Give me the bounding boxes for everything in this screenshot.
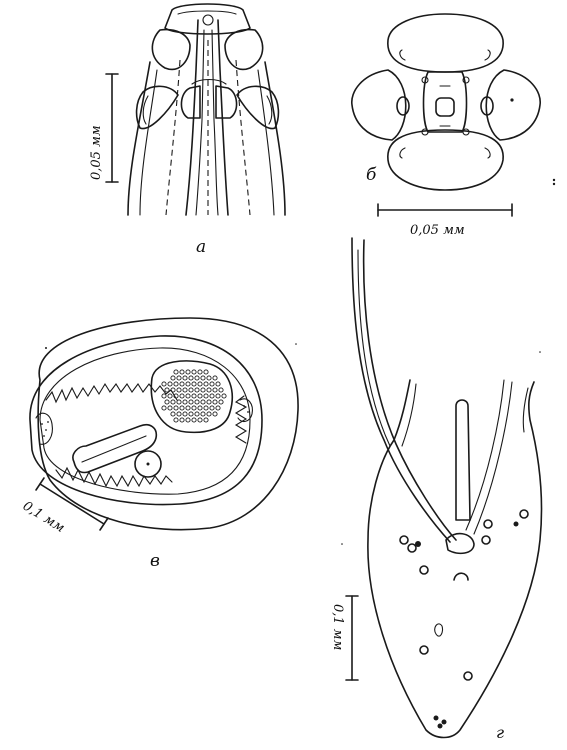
granule [176, 387, 182, 393]
granule [188, 411, 194, 417]
granule [200, 411, 206, 417]
granule [161, 381, 167, 387]
granule [176, 399, 182, 405]
granule [191, 405, 197, 411]
granule [188, 375, 194, 381]
granule [191, 381, 197, 387]
granule [185, 369, 191, 375]
panel-v-scale-bar: 0,1 мм [20, 477, 109, 536]
print-specks [45, 178, 556, 545]
granule [218, 399, 224, 405]
panel-g-tail-drawing [351, 237, 543, 739]
granule [200, 375, 206, 381]
granule [170, 387, 176, 393]
granule [197, 393, 203, 399]
granule [179, 393, 185, 399]
panel-b-scale-label: 0,05 мм [410, 223, 465, 238]
granule [206, 411, 212, 417]
granule [191, 417, 197, 423]
granule [203, 369, 209, 375]
panel-g-scale-bar: 0,1 мм [330, 595, 359, 681]
granule [197, 417, 203, 423]
granule [188, 387, 194, 393]
granule [203, 405, 209, 411]
granule [203, 393, 209, 399]
panel-b-scale-bar: 0,05 мм [377, 203, 513, 238]
granule [200, 387, 206, 393]
panel-a-scale-bar: 0,05 мм [89, 73, 119, 183]
panel-b-letter: б [366, 165, 377, 185]
granule [182, 411, 188, 417]
granule [191, 393, 197, 399]
panel-v-scale-label: 0,1 мм [20, 499, 67, 536]
granule [212, 387, 218, 393]
granule [215, 381, 221, 387]
granule [212, 411, 218, 417]
panel-a-letter: а [196, 237, 206, 257]
granule [209, 393, 215, 399]
granule [173, 369, 179, 375]
panel-g-scale-label: 0,1 мм [330, 604, 345, 650]
granule [185, 417, 191, 423]
granule [170, 375, 176, 381]
granule [203, 417, 209, 423]
granule [176, 375, 182, 381]
granule [161, 393, 167, 399]
granule [188, 399, 194, 405]
panel-a-head-drawing [127, 3, 286, 216]
granule [185, 393, 191, 399]
granule [167, 381, 173, 387]
granule [200, 399, 206, 405]
granule [173, 405, 179, 411]
granule [176, 411, 182, 417]
granule [206, 387, 212, 393]
granule [173, 381, 179, 387]
granule [197, 369, 203, 375]
granule [182, 387, 188, 393]
granule [209, 405, 215, 411]
granule [179, 405, 185, 411]
granule [194, 387, 200, 393]
granule [197, 405, 203, 411]
granule [164, 399, 170, 405]
panel-b-en-face-drawing [351, 13, 541, 191]
granule [179, 417, 185, 423]
granule [161, 405, 167, 411]
granule [203, 381, 209, 387]
granule [221, 393, 227, 399]
panel-g-letter: г [496, 723, 504, 742]
panel-a-scale-label: 0,05 мм [89, 125, 104, 180]
granule [212, 399, 218, 405]
granule [194, 411, 200, 417]
granule [215, 393, 221, 399]
granule [173, 417, 179, 423]
panel-v-egg-drawing [29, 317, 299, 531]
granule [209, 381, 215, 387]
granule [173, 393, 179, 399]
granule [197, 381, 203, 387]
granule [167, 393, 173, 399]
granule [194, 375, 200, 381]
granule [206, 375, 212, 381]
granule [179, 381, 185, 387]
granule [218, 387, 224, 393]
granule [215, 405, 221, 411]
granule [182, 399, 188, 405]
granule [167, 405, 173, 411]
granule [170, 411, 176, 417]
granule-cluster [161, 369, 227, 423]
granule [164, 387, 170, 393]
granule [191, 369, 197, 375]
granule [212, 375, 218, 381]
granule [182, 375, 188, 381]
granule [185, 405, 191, 411]
panel-v-letter: в [150, 551, 160, 571]
granule [185, 381, 191, 387]
granule [206, 399, 212, 405]
granule [179, 369, 185, 375]
granule [170, 399, 176, 405]
granule [194, 399, 200, 405]
